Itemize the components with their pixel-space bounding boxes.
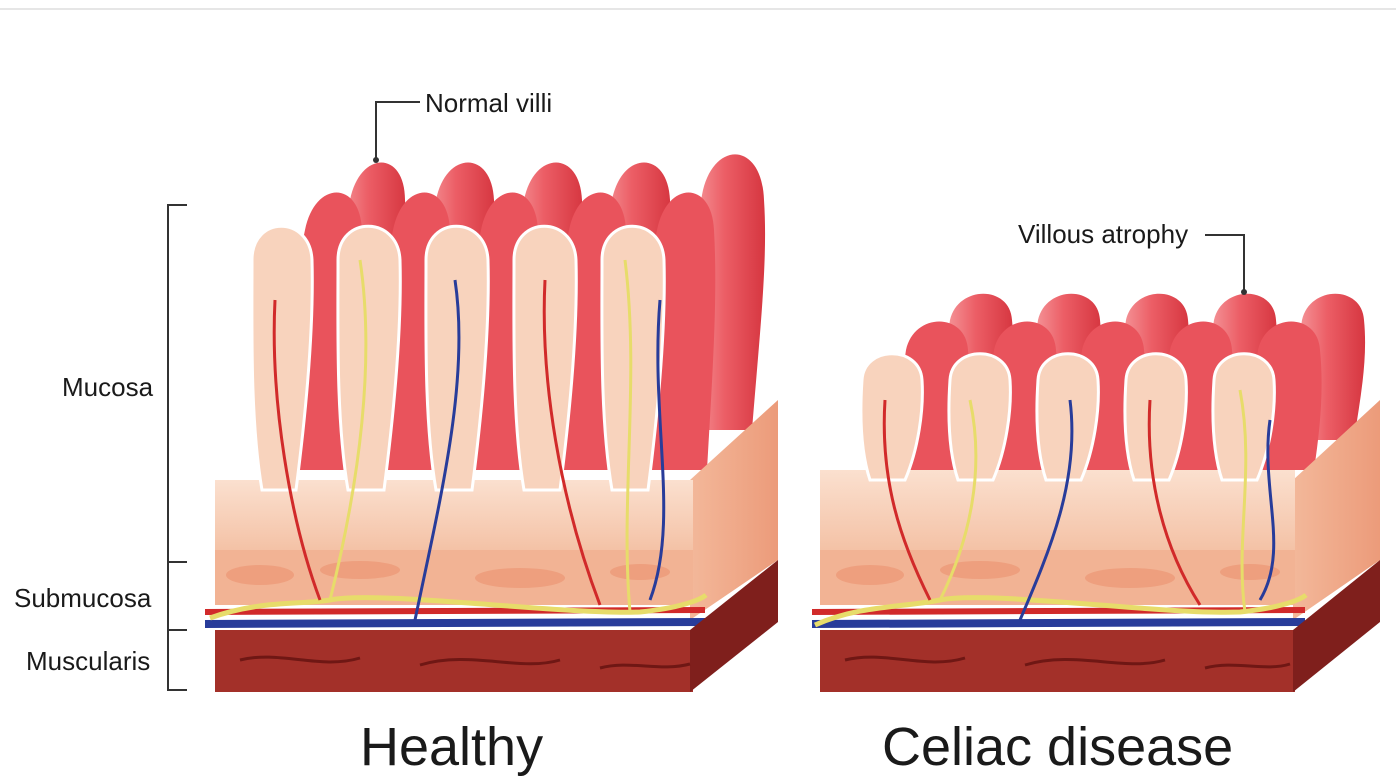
villous-atrophy-label: Villous atrophy: [1018, 219, 1188, 249]
mucosa-label: Mucosa: [62, 372, 154, 402]
healthy-title: Healthy: [360, 717, 543, 777]
celiac-block: [812, 294, 1380, 692]
muscularis-label: Muscularis: [26, 646, 150, 676]
layer-brackets: [168, 205, 187, 690]
normal-villi-label: Normal villi: [425, 88, 552, 118]
villous-atrophy-leader: [1205, 235, 1244, 290]
submucosa-label: Submucosa: [14, 583, 152, 613]
healthy-block: [205, 154, 778, 692]
top-divider: [0, 8, 1396, 10]
normal-villi-leader: [376, 102, 420, 158]
celiac-title: Celiac disease: [882, 717, 1233, 777]
